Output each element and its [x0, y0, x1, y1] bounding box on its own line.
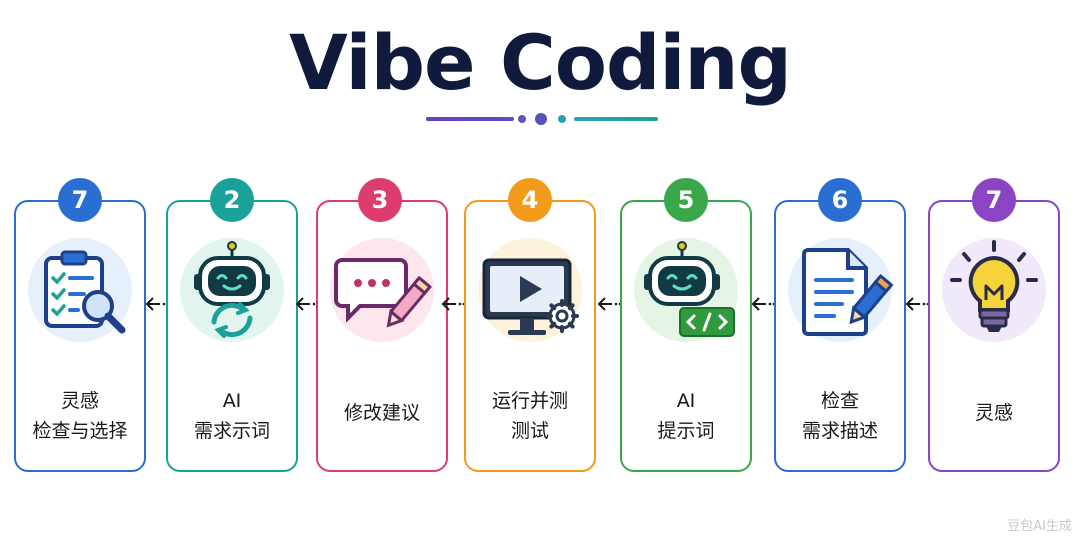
watermark: 豆包AI生成: [1007, 519, 1072, 534]
step-number-badge: 6: [818, 178, 862, 222]
document-pencil-icon: [786, 236, 894, 344]
arrow-left-icon: [596, 296, 622, 312]
step-number-badge: 2: [210, 178, 254, 222]
step-label: 修改建议: [343, 402, 420, 424]
step-number-badge: 3: [358, 178, 402, 222]
step-number-badge: 7: [58, 178, 102, 222]
step-number-badge: 4: [508, 178, 552, 222]
arrow-left-icon: [750, 296, 776, 312]
arrow-left-icon: [440, 296, 466, 312]
robot-refresh-icon: [178, 236, 286, 344]
arrow-left-icon: [904, 296, 930, 312]
monitor-play-gear-icon: [476, 236, 584, 344]
step-label: AI 提示词: [657, 390, 715, 442]
chat-bubble-pencil-icon: [328, 236, 436, 344]
lightbulb-icon: [940, 236, 1048, 344]
page-title: Vibe Coding: [289, 18, 792, 107]
step-label: 灵感 检查与选择: [32, 390, 128, 442]
step-number-badge: 7: [972, 178, 1016, 222]
step-label: 检查 需求描述: [801, 390, 878, 442]
step-label: AI 需求示词: [193, 390, 270, 442]
title-underline-decoration: [426, 113, 658, 125]
clipboard-checklist-magnifier-icon: [26, 236, 134, 344]
step-label: 灵感: [974, 402, 1013, 424]
step-number-badge: 5: [664, 178, 708, 222]
step-label: 运行并测 测试: [491, 390, 568, 442]
robot-code-icon: [632, 236, 740, 344]
